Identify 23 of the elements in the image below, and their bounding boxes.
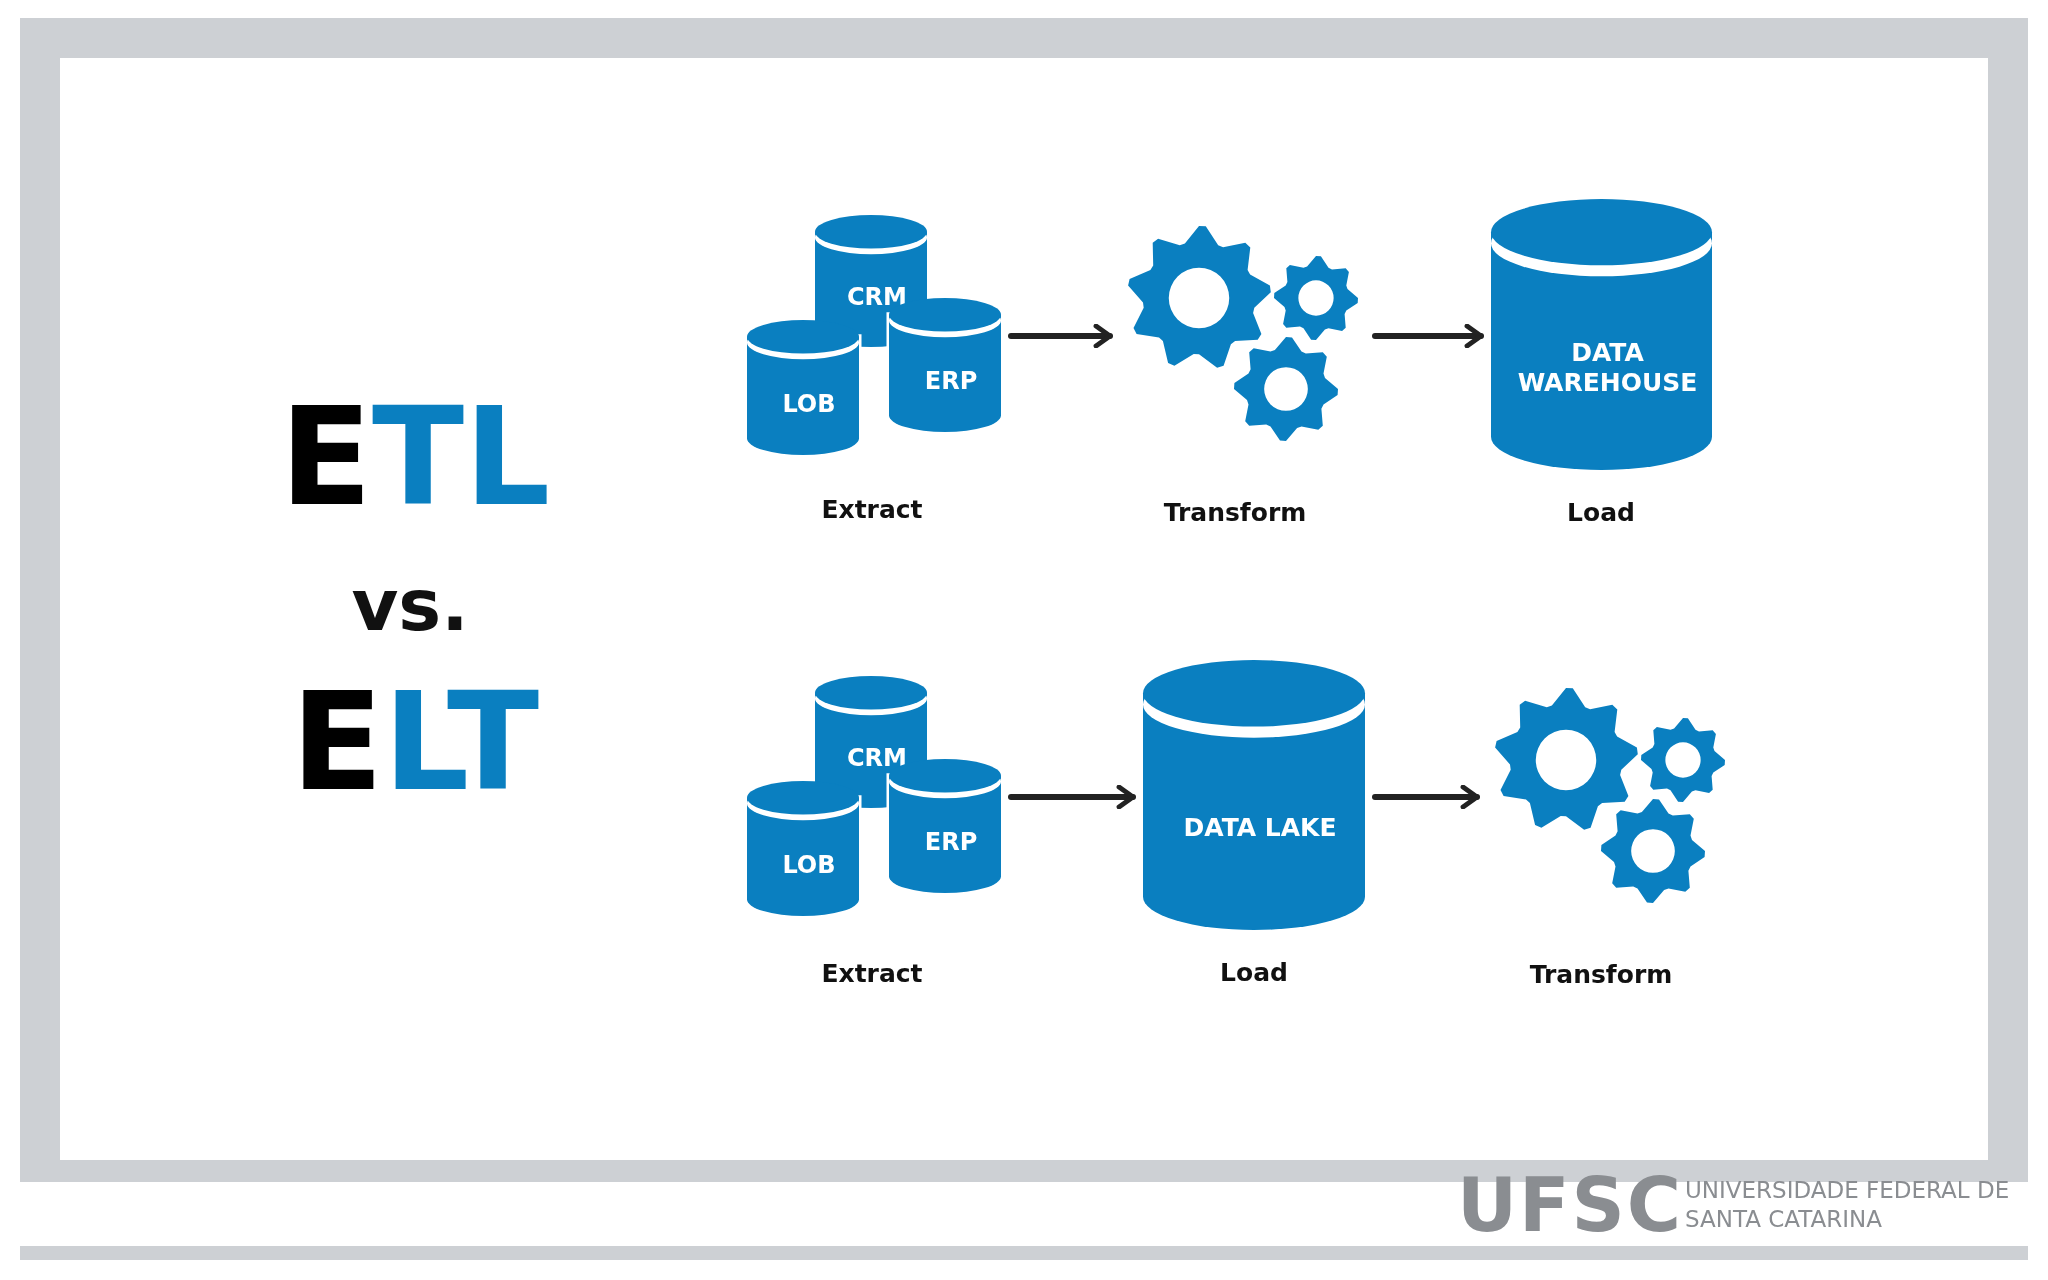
university-name: UFSC	[1456, 1162, 1684, 1248]
cylinder-label: CRM	[846, 744, 908, 774]
arrow	[1372, 323, 1484, 349]
cylinder-label: LOB	[781, 389, 837, 419]
step-label: Extract	[821, 958, 923, 988]
step-label: Transform	[1163, 497, 1307, 527]
cylinder-label: CRM	[846, 283, 908, 313]
cylinder-label: ERP	[923, 367, 979, 397]
step-label: Load	[1567, 497, 1635, 527]
arrow	[1008, 323, 1113, 349]
step-label: Transform	[1529, 959, 1673, 989]
step-label: Load	[1220, 957, 1288, 987]
cylinder-label: ERP	[923, 828, 979, 858]
university-name: UNIVERSIDADE FEDERAL DE SANTA CATARINA	[1685, 1176, 2011, 1234]
arrow	[1372, 784, 1480, 810]
heading: vs.	[351, 563, 469, 647]
heading: ELT	[291, 663, 539, 821]
step-label: Extract	[821, 494, 923, 524]
cylinder-label: DATA LAKE	[1182, 813, 1338, 844]
heading: ETL	[279, 378, 551, 536]
arrow	[1008, 784, 1136, 810]
cylinder-label: LOB	[781, 850, 837, 880]
cylinder-label: DATA WAREHOUSE	[1516, 337, 1699, 398]
